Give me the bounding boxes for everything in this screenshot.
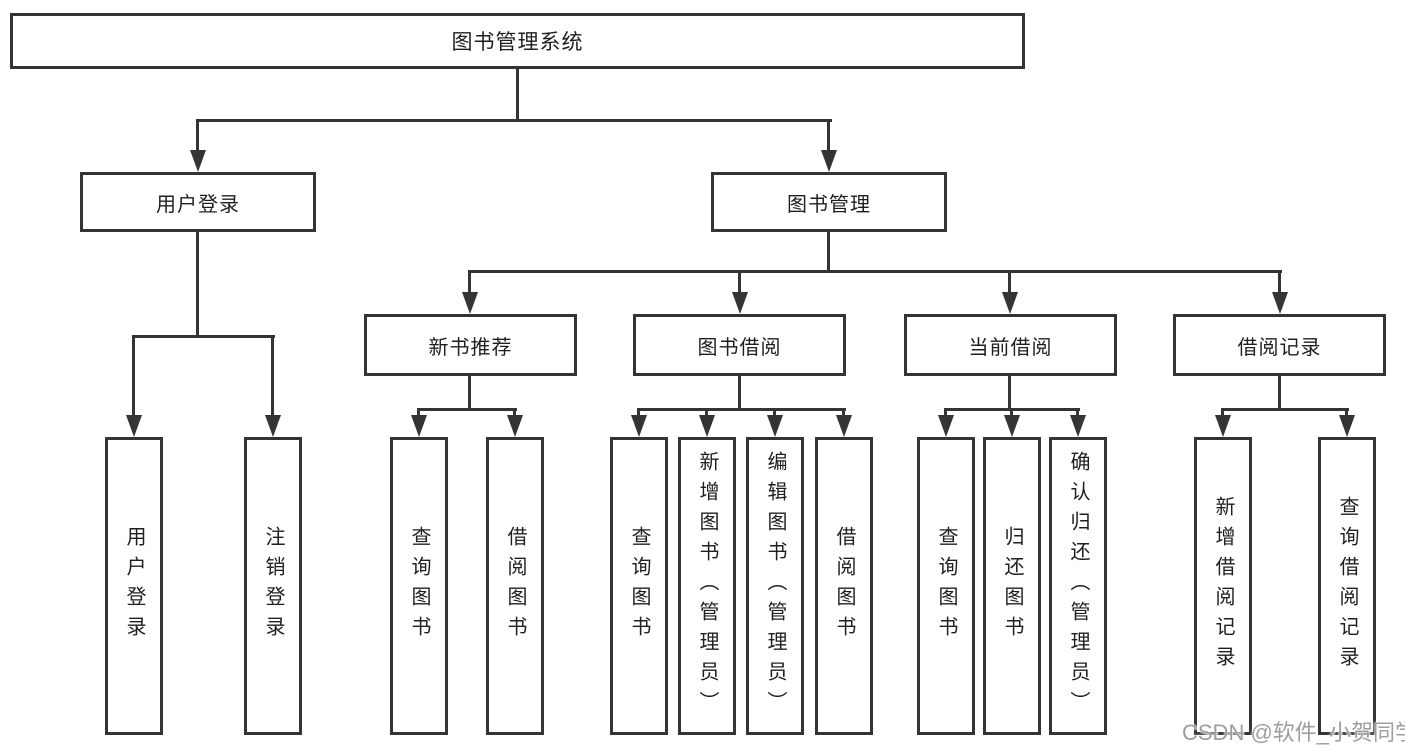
node-label: 图书管理系统: [451, 31, 584, 54]
edge-level3-rail: [468, 270, 1282, 273]
arrow-down-icon: [631, 415, 647, 437]
arrow-down-icon: [462, 292, 478, 314]
edge-level2-rail: [196, 119, 832, 122]
arrow-down-icon: [265, 415, 281, 437]
arrow-down-icon: [190, 150, 206, 172]
edge-stem: [705, 410, 708, 418]
leaf-label: 归还图书: [1001, 526, 1023, 646]
edge-stem: [1221, 410, 1224, 418]
leaf-user-login: 用户登录: [105, 437, 163, 735]
arrow-down-icon: [1004, 415, 1020, 437]
arrow-down-icon: [821, 150, 837, 172]
edge-stem: [1010, 410, 1013, 418]
edge-rail-borrow-records: [1221, 408, 1349, 411]
edge-stem: [1076, 410, 1079, 418]
edge-stem: [196, 121, 199, 153]
leaf-label: 查询借阅记录: [1336, 496, 1358, 676]
node-user-login: 用户登录: [80, 172, 316, 232]
edge-drop: [1278, 376, 1281, 410]
arrow-down-icon: [411, 415, 427, 437]
edge-drop: [738, 376, 741, 410]
leaf-label: 查询图书: [628, 526, 650, 646]
edge-stem: [773, 410, 776, 418]
edge-root-drop: [516, 69, 519, 121]
edge-rail-new-book: [417, 408, 517, 411]
arrow-down-icon: [732, 292, 748, 314]
edge-stem: [1278, 272, 1281, 294]
node-new-book-recommendation: 新书推荐: [364, 314, 577, 376]
arrow-down-icon: [836, 415, 852, 437]
edge-rail-current-borrowing: [944, 408, 1080, 411]
edge-stem: [513, 410, 516, 418]
leaf-recommend-query-books: 查询图书: [390, 437, 448, 735]
edge-stem: [132, 337, 135, 417]
node-label: 当前借阅: [968, 336, 1053, 359]
arrow-down-icon: [126, 415, 142, 437]
leaf-label: 用户登录: [123, 526, 145, 646]
edge-stem: [944, 410, 947, 418]
edge-book-mgmt-drop: [827, 232, 830, 273]
leaf-label: 新增图书（管理员）: [696, 451, 718, 721]
edge-drop: [1008, 376, 1011, 410]
leaf-label: 新增借阅记录: [1212, 496, 1234, 676]
arrow-down-icon: [699, 415, 715, 437]
edge-stem: [637, 410, 640, 418]
leaf-add-books-admin: 新增图书（管理员）: [678, 437, 736, 735]
node-label: 借阅记录: [1237, 336, 1322, 359]
leaf-confirm-return-admin: 确认归还（管理员）: [1049, 437, 1107, 735]
arrow-down-icon: [1002, 292, 1018, 314]
leaf-borrowing-query-books: 查询图书: [610, 437, 668, 735]
node-borrowing-records: 借阅记录: [1173, 314, 1386, 376]
arrow-down-icon: [767, 415, 783, 437]
node-label: 用户登录: [156, 193, 240, 216]
edge-stem: [1008, 272, 1011, 294]
leaf-edit-books-admin: 编辑图书（管理员）: [746, 437, 804, 735]
leaf-borrowing-borrow-books: 借阅图书: [815, 437, 873, 735]
leaf-label: 借阅图书: [504, 526, 526, 646]
edge-stem: [738, 272, 741, 294]
arrow-down-icon: [1272, 292, 1288, 314]
leaf-label: 注销登录: [262, 526, 284, 646]
node-label: 图书借阅: [697, 336, 782, 359]
node-book-management: 图书管理: [711, 172, 947, 232]
arrow-down-icon: [1070, 415, 1086, 437]
leaf-label: 查询图书: [935, 526, 957, 646]
leaf-query-borrow-record: 查询借阅记录: [1318, 437, 1376, 735]
edge-user-login-rail: [132, 335, 275, 338]
arrow-down-icon: [1215, 415, 1231, 437]
edge-user-login-drop: [196, 232, 199, 338]
leaf-label: 确认归还（管理员）: [1067, 451, 1089, 721]
leaf-label: 借阅图书: [833, 526, 855, 646]
leaf-recommend-borrow-books: 借阅图书: [486, 437, 544, 735]
node-label: 新书推荐: [428, 336, 513, 359]
edge-stem: [468, 272, 471, 294]
leaf-current-query-books: 查询图书: [917, 437, 975, 735]
edge-drop: [468, 376, 471, 410]
leaf-add-borrow-record: 新增借阅记录: [1194, 437, 1252, 735]
edge-stem: [271, 337, 274, 417]
edge-stem: [1345, 410, 1348, 418]
node-library-management-system: 图书管理系统: [10, 13, 1025, 69]
leaf-label: 查询图书: [408, 526, 430, 646]
arrow-down-icon: [1339, 415, 1355, 437]
arrow-down-icon: [507, 415, 523, 437]
watermark: CSDN @软件_小贺同学: [1182, 720, 1405, 745]
node-current-borrowing: 当前借阅: [904, 314, 1117, 376]
node-label: 图书管理: [787, 193, 871, 216]
arrow-down-icon: [938, 415, 954, 437]
edge-rail-book-borrowing: [637, 408, 846, 411]
edge-stem: [417, 410, 420, 418]
leaf-label: 编辑图书（管理员）: [764, 451, 786, 721]
leaf-return-books: 归还图书: [983, 437, 1041, 735]
edge-stem: [827, 121, 830, 153]
node-book-borrowing: 图书借阅: [633, 314, 846, 376]
edge-stem: [842, 410, 845, 418]
leaf-logout: 注销登录: [244, 437, 302, 735]
